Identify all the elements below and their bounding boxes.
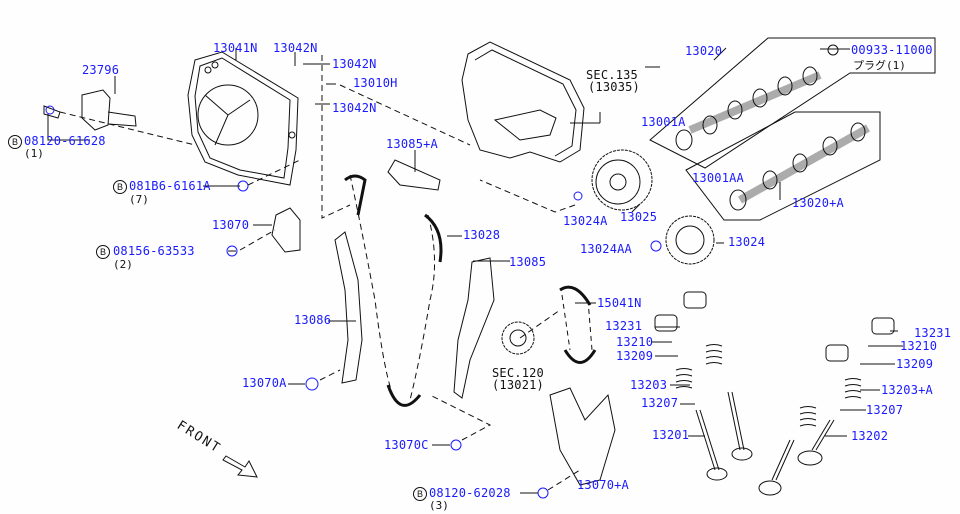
valve-set-right — [758, 317, 895, 496]
part-label-13209[interactable]: 13209 — [616, 349, 654, 363]
part-label-13001A[interactable]: 13001A — [641, 115, 686, 129]
part-label-13041N[interactable]: 13041N — [213, 41, 258, 55]
part-label-08120-61628[interactable]: 08120-61628 — [24, 134, 106, 148]
part-label-13020[interactable]: 13020 — [685, 44, 723, 58]
part-label-13209[interactable]: 13209 — [896, 357, 934, 371]
part-label-08120-62028[interactable]: 08120-62028 — [429, 486, 511, 500]
part-label-13020-A[interactable]: 13020+A — [792, 196, 844, 210]
part-label-13025[interactable]: 13025 — [620, 210, 658, 224]
chain-15041N — [559, 285, 597, 364]
valve-set-left — [654, 291, 753, 481]
qty-08120-62028: (3) — [429, 499, 449, 512]
part-label-13085-A[interactable]: 13085+A — [386, 137, 438, 151]
section-ref-135-sub: (13035) — [588, 80, 640, 94]
part-label-13042N[interactable]: 13042N — [332, 57, 377, 71]
qty-081B6-6161A: (7) — [129, 193, 149, 206]
part-label-13024AA[interactable]: 13024AA — [580, 242, 632, 256]
part-label-08156-63533[interactable]: 08156-63533 — [113, 244, 195, 258]
section-ref-135: SEC.135 — [586, 68, 638, 82]
part-label-081B6-6161A[interactable]: 081B6-6161A — [129, 179, 211, 193]
guide-13086 — [334, 231, 363, 384]
qty-08120-61628: (1) — [24, 147, 44, 160]
part-label-13201[interactable]: 13201 — [652, 428, 690, 442]
part-label-23796[interactable]: 23796 — [82, 63, 120, 77]
part-label-13028[interactable]: 13028 — [463, 228, 501, 242]
section-ref-120-sub: (13021) — [492, 378, 544, 392]
part-label-13070[interactable]: 13070 — [212, 218, 250, 232]
section-ref-120: SEC.120 — [492, 366, 544, 380]
part-label-13210[interactable]: 13210 — [900, 339, 938, 353]
part-label-13086[interactable]: 13086 — [294, 313, 332, 327]
bolt-b-icon: B — [96, 245, 110, 259]
part-label-13202[interactable]: 13202 — [851, 429, 889, 443]
sprocket-13025 — [591, 149, 653, 211]
bolt-b-icon: B — [413, 487, 427, 501]
camshaft-upper — [675, 44, 839, 151]
camshaft-lower — [729, 122, 870, 211]
part-label-13203-A[interactable]: 13203+A — [881, 383, 933, 397]
part-label-13070A[interactable]: 13070A — [242, 376, 287, 390]
part-label-13001AA[interactable]: 13001AA — [692, 171, 744, 185]
chain-13028 — [424, 213, 443, 263]
part-note-plug: プラグ(1) — [853, 59, 906, 72]
label-leaders — [47, 47, 903, 494]
camshaft-box — [649, 37, 936, 221]
part-label-13210[interactable]: 13210 — [616, 335, 654, 349]
sprocket-crank — [501, 321, 535, 355]
part-label-13070-A[interactable]: 13070+A — [577, 478, 629, 492]
cylinder-head-drawing — [461, 41, 585, 163]
guide-13085 — [453, 257, 495, 399]
bolts — [45, 105, 662, 499]
chain-bottom — [386, 384, 422, 407]
leader-lines — [59, 55, 581, 491]
part-label-13024[interactable]: 13024 — [728, 235, 766, 249]
part-label-13070C[interactable]: 13070C — [384, 438, 429, 452]
part-label-13010H[interactable]: 13010H — [353, 76, 398, 90]
sensor-drawing — [43, 89, 137, 131]
part-label-13207[interactable]: 13207 — [866, 403, 904, 417]
part-label-15041N[interactable]: 15041N — [597, 296, 642, 310]
tensioner-drawing — [271, 207, 301, 253]
part-label-00933-11000[interactable]: 00933-11000 — [851, 43, 933, 57]
tensioner-secondary — [549, 387, 616, 486]
guide-13085A — [387, 159, 441, 191]
bolt-b-icon: B — [113, 180, 127, 194]
part-label-13203[interactable]: 13203 — [630, 378, 668, 392]
part-label-13024A[interactable]: 13024A — [563, 214, 608, 228]
part-label-13085[interactable]: 13085 — [509, 255, 547, 269]
part-label-13231[interactable]: 13231 — [605, 319, 643, 333]
part-label-13231[interactable]: 13231 — [914, 326, 952, 340]
sprocket-13024 — [665, 215, 715, 265]
part-label-13042N[interactable]: 13042N — [273, 41, 318, 55]
bolt-b-icon: B — [8, 135, 22, 149]
qty-08156-63533: (2) — [113, 258, 133, 271]
front-cover-drawing — [187, 51, 299, 186]
part-label-13207[interactable]: 13207 — [641, 396, 679, 410]
chain-piece-top — [344, 174, 367, 216]
chain-primary — [349, 174, 435, 401]
part-label-13042N[interactable]: 13042N — [332, 101, 377, 115]
front-arrow-icon — [222, 455, 258, 478]
